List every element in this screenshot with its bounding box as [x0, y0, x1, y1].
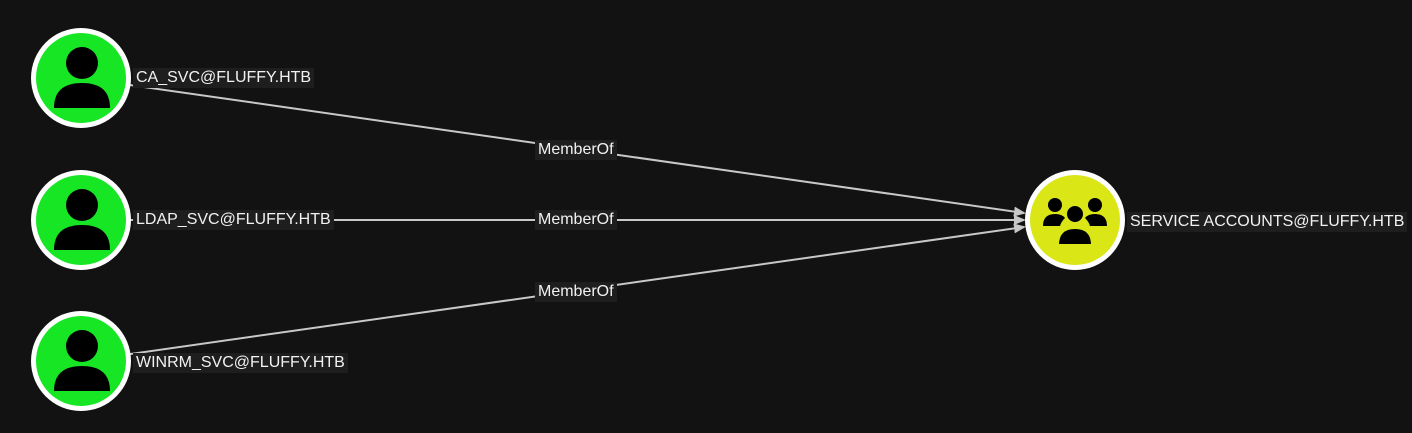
node-label-service-accounts: SERVICE ACCOUNTS@FLUFFY.HTB: [1127, 212, 1408, 232]
node-label-ca-svc: CA_SVC@FLUFFY.HTB: [133, 68, 315, 88]
node-ldap-svc[interactable]: [31, 170, 131, 270]
user-icon: [54, 47, 110, 108]
node-service-accounts[interactable]: [1025, 170, 1125, 270]
edge-label-ldap-svc[interactable]: MemberOf: [535, 210, 617, 230]
edge-label-winrm-svc[interactable]: MemberOf: [535, 282, 617, 302]
edge-label-ca-svc[interactable]: MemberOf: [535, 140, 617, 160]
user-icon: [54, 189, 110, 250]
user-icon: [54, 330, 110, 391]
node-ca-svc[interactable]: [31, 28, 131, 128]
group-icon: [1043, 198, 1107, 246]
node-label-ldap-svc: LDAP_SVC@FLUFFY.HTB: [133, 210, 334, 230]
node-label-winrm-svc: WINRM_SVC@FLUFFY.HTB: [133, 353, 348, 373]
node-winrm-svc[interactable]: [31, 311, 131, 411]
